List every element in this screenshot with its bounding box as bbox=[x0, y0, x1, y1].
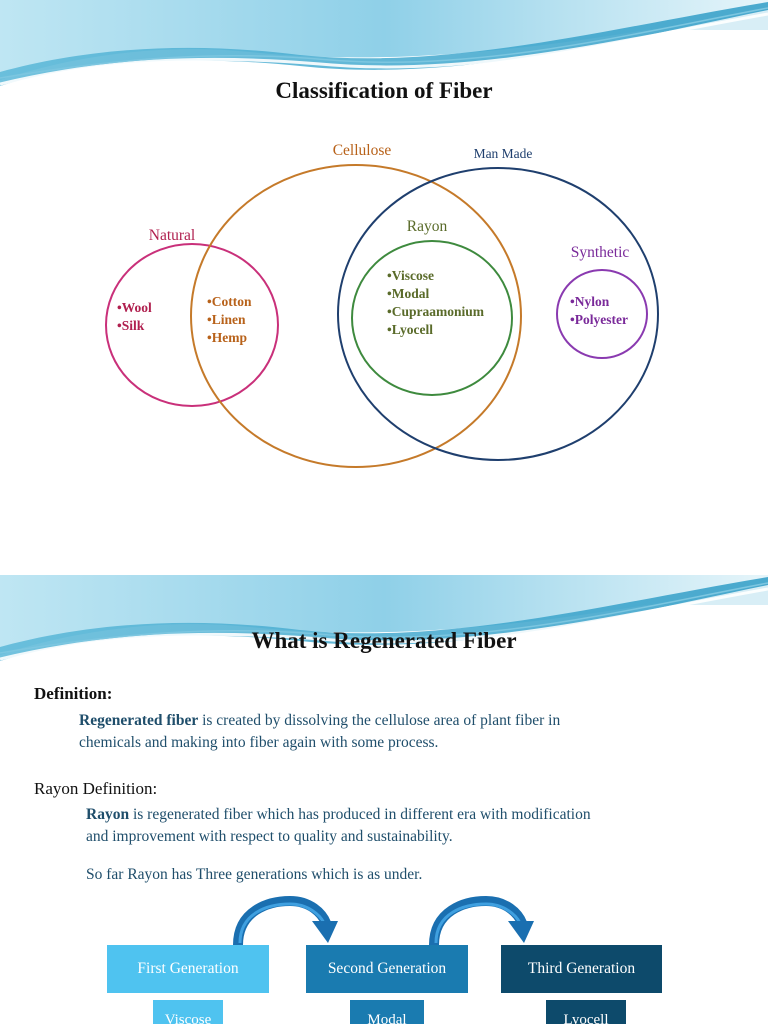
synthetic-circle bbox=[556, 269, 648, 359]
cellulose-item: •Hemp bbox=[207, 330, 247, 345]
cellulose-label: Cellulose bbox=[333, 142, 392, 159]
slide-title: What is Regenerated Fiber bbox=[251, 628, 517, 653]
arrow-curve-2 bbox=[429, 895, 527, 950]
generations-intro: So far Rayon has Three generations which… bbox=[86, 866, 423, 883]
definition-term: Regenerated fiber bbox=[79, 712, 199, 729]
natural-item: •Silk bbox=[117, 318, 145, 333]
cellulose-item: •Cotton bbox=[207, 294, 252, 309]
rayon-definition-heading: Rayon Definition: bbox=[34, 779, 158, 798]
definition-line: Regenerated fiber is created by dissolvi… bbox=[79, 710, 729, 732]
arrow-curve-1-highlight bbox=[238, 902, 326, 944]
arrow-head-2 bbox=[508, 921, 534, 943]
rayon-circle bbox=[351, 240, 513, 396]
definition-heading: Definition: bbox=[34, 684, 113, 703]
rayon-line: Rayon is regenerated fiber which has pro… bbox=[86, 804, 746, 826]
slide-regenerated-fiber: What is Regenerated Fiber Definition: Re… bbox=[0, 575, 768, 1024]
cellulose-circle bbox=[190, 164, 522, 468]
rayon-item: •Viscose bbox=[387, 268, 434, 283]
rayon-item: •Cupraamonium bbox=[387, 304, 485, 319]
slide-title: Classification of Fiber bbox=[275, 78, 493, 103]
arrow-curve-1 bbox=[233, 895, 331, 950]
generation-box: First Generation bbox=[107, 945, 269, 993]
synthetic-label: Synthetic bbox=[571, 244, 630, 261]
synthetic-item: •Polyester bbox=[570, 312, 628, 327]
rayon-term: Rayon bbox=[86, 806, 130, 823]
rayon-item: •Modal bbox=[387, 286, 429, 301]
synthetic-item: •Nylon bbox=[570, 294, 610, 309]
natural-label: Natural bbox=[149, 227, 195, 244]
arrow-curve-2-highlight bbox=[434, 902, 522, 944]
header-wave-decoration bbox=[0, 575, 768, 661]
rayon-label: Rayon bbox=[407, 218, 448, 235]
generation-fiber-box: Lyocell bbox=[546, 1000, 626, 1024]
slide-classification: Classification of Fiber Cellulose Man Ma… bbox=[0, 0, 768, 468]
generation-arrows bbox=[233, 895, 534, 950]
rayon-text: is regenerated fiber which has produced … bbox=[129, 806, 591, 823]
natural-item: •Wool bbox=[117, 300, 152, 315]
slide-gap bbox=[0, 562, 768, 575]
generation-box: Second Generation bbox=[306, 945, 468, 993]
generation-fiber-box: Viscose bbox=[153, 1000, 223, 1024]
man-made-label: Man Made bbox=[474, 146, 533, 161]
generation-box: Third Generation bbox=[501, 945, 662, 993]
rayon-definition-paragraph: Rayon is regenerated fiber which has pro… bbox=[86, 804, 746, 848]
header-wave-decoration bbox=[0, 0, 768, 86]
natural-circle bbox=[105, 243, 279, 407]
definition-text: is created by dissolving the cellulose a… bbox=[198, 712, 561, 729]
arrow-head-1 bbox=[312, 921, 338, 943]
fiber-venn-diagram: Cellulose Man Made Natural Rayon Synthet… bbox=[105, 142, 659, 468]
rayon-line: and improvement with respect to quality … bbox=[86, 828, 453, 845]
generation-fiber-box: Modal bbox=[350, 1000, 424, 1024]
rayon-item: •Lyocell bbox=[387, 322, 433, 337]
man-made-circle bbox=[337, 167, 659, 461]
definition-line: chemicals and making into fiber again wi… bbox=[79, 734, 439, 751]
definition-paragraph: Regenerated fiber is created by dissolvi… bbox=[79, 710, 729, 754]
cellulose-item: •Linen bbox=[207, 312, 246, 327]
